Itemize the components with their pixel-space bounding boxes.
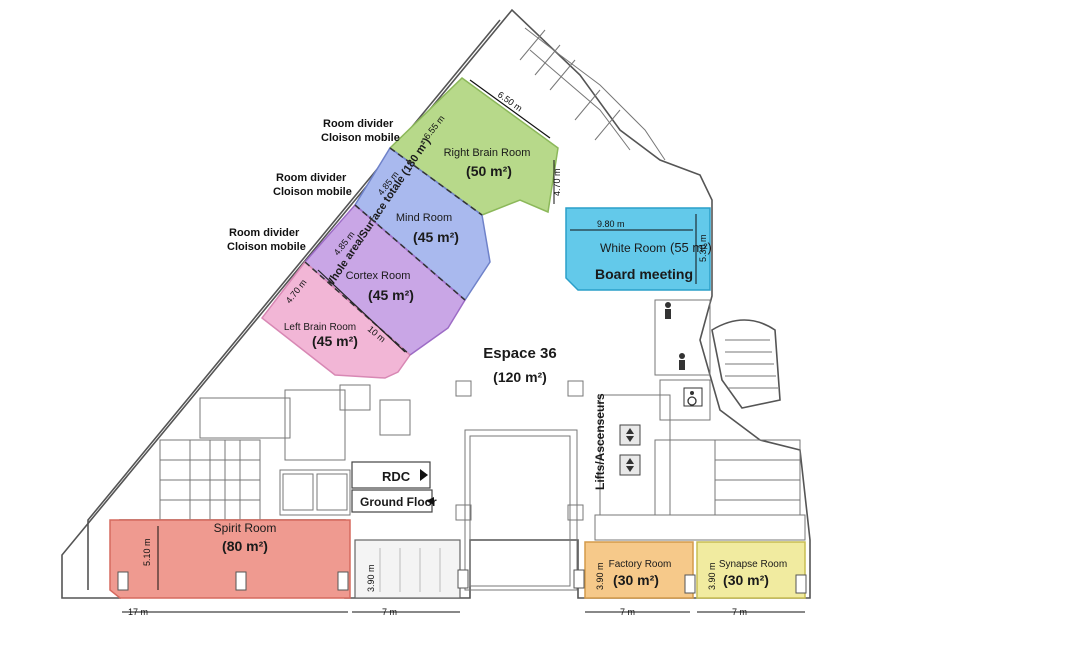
room-left-brain[interactable]: Left Brain Room (45 m²) 4.70 m 10 m — [260, 260, 412, 379]
synapse-height-dimension: 3.90 m — [707, 562, 717, 590]
room-mind-area: (45 m²) — [413, 229, 459, 245]
elevator-down-arrow — [626, 466, 634, 472]
room-divider-lines — [304, 147, 483, 356]
room-right-brain-name: Right Brain Room — [444, 147, 531, 159]
room-factory[interactable]: Factory Room (30 m²) 3.90 m 7 m — [584, 541, 694, 617]
room-spirit[interactable]: Spirit Room (80 m²) 5.10 m 17 m — [109, 519, 351, 617]
rdc-label: RDC — [382, 469, 411, 484]
room-left-brain-name: Left Brain Room — [284, 322, 356, 333]
elevator-up-arrow — [626, 428, 634, 434]
white-height-dimension: 5.30 m — [698, 234, 708, 262]
toilet-icon — [679, 353, 685, 370]
room-factory-name: Factory Room — [609, 559, 672, 570]
room-right-brain-area: (50 m²) — [466, 163, 512, 179]
divider-1-line2: Cloison mobile — [321, 132, 400, 144]
right-brain-side-dimension: 4.70 m — [552, 168, 562, 196]
room-white-area: (55 m²) — [670, 240, 712, 255]
room-left-brain-area: (45 m²) — [312, 333, 358, 349]
factory-height-dimension: 3.90 m — [595, 562, 605, 590]
room-white-name: White Room — [600, 241, 666, 255]
divider-3-line1: Room divider — [229, 227, 300, 239]
room-small[interactable]: 3.90 m 7 m — [352, 539, 461, 617]
spirit-height-dimension: 5.10 m — [142, 538, 152, 566]
lifts-label: Lifts/Ascenseurs — [593, 393, 607, 490]
room-spirit-area: (80 m²) — [222, 538, 268, 554]
arrow-left-icon — [426, 497, 434, 505]
room-mind-name: Mind Room — [396, 212, 452, 224]
room-white-subtitle: Board meeting — [595, 266, 693, 282]
divider-2-line2: Cloison mobile — [273, 186, 352, 198]
wheelchair-icon — [683, 387, 703, 407]
right-brain-top-dimension-line — [469, 79, 551, 139]
small-height-dimension: 3.90 m — [366, 564, 376, 592]
toilet-icon — [665, 302, 671, 319]
divider-3-line2: Cloison mobile — [227, 241, 306, 253]
ground-floor-label: Ground Floor — [360, 495, 437, 509]
room-white[interactable]: White Room (55 m²) Board meeting 9.80 m … — [565, 207, 712, 291]
factory-width-dimension: 7 m — [620, 607, 635, 617]
room-spirit-name: Spirit Room — [214, 521, 277, 535]
lifts[interactable]: Lifts/Ascenseurs — [593, 393, 641, 490]
divider-1-line1: Room divider — [323, 118, 394, 130]
small-width-dimension: 7 m — [382, 607, 397, 617]
columns — [117, 569, 807, 594]
room-mind[interactable]: Mind Room (45 m²) 4.85 m — [354, 146, 491, 302]
room-factory-area: (30 m²) — [613, 572, 659, 588]
room-cortex-name: Cortex Room — [346, 270, 411, 282]
room-cortex-area: (45 m²) — [368, 287, 414, 303]
synapse-width-dimension: 7 m — [732, 607, 747, 617]
elevator-down-arrow — [626, 436, 634, 442]
white-width-dimension: 9.80 m — [597, 219, 625, 229]
elevator-icon — [619, 424, 641, 446]
room-synapse-name: Synapse Room — [719, 559, 787, 570]
elevator-up-arrow — [626, 458, 634, 464]
espace-36-area: (120 m²) — [493, 369, 547, 385]
divider-2-line1: Room divider — [276, 172, 347, 184]
spirit-width-dimension: 17 m — [128, 607, 148, 617]
floor-signs: RDC Ground Floor — [351, 461, 437, 513]
arrow-right-icon — [420, 469, 428, 481]
espace-36-name: Espace 36 — [483, 345, 556, 362]
room-synapse[interactable]: Synapse Room (30 m²) 3.90 m 7 m — [696, 541, 806, 617]
espace-36[interactable]: Espace 36 (120 m²) — [483, 345, 556, 385]
room-synapse-area: (30 m²) — [723, 572, 769, 588]
facilities — [665, 302, 703, 407]
building-walls — [61, 8, 811, 599]
divider-labels: Room divider Cloison mobile Room divider… — [227, 118, 400, 253]
elevator-icon — [619, 454, 641, 476]
